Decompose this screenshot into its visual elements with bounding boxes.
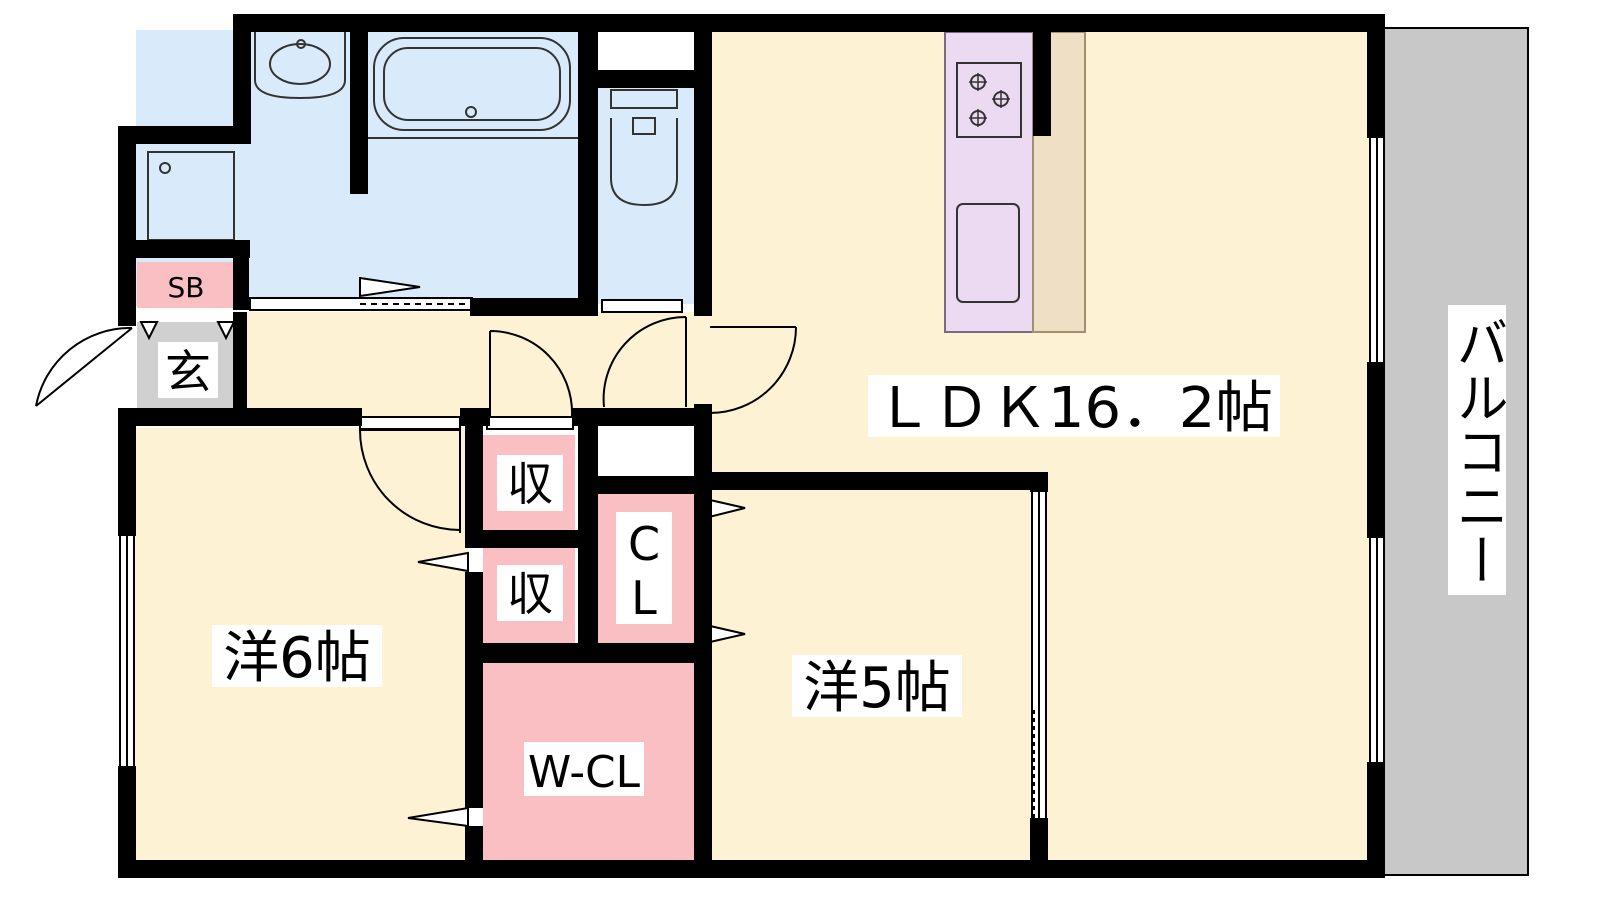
storage-upper-label: 収 <box>507 457 553 511</box>
wall-right-c <box>1367 762 1385 878</box>
toilet-frame-strip <box>601 299 683 313</box>
wall-toilet-ldk-lower <box>694 404 712 878</box>
shoebox-label: SB <box>168 271 205 304</box>
wall-western5-right-b <box>1030 818 1048 878</box>
wall-kitchen-stub <box>1033 32 1051 136</box>
wall-wash-bath <box>350 14 368 194</box>
floor-fills <box>132 27 1529 878</box>
front-door <box>35 326 133 407</box>
western6-label-bg <box>212 625 382 687</box>
closet-label-l: L <box>631 571 657 625</box>
wall-storage-mid <box>465 530 595 548</box>
sliding-leaf-western6-bottom <box>407 806 469 828</box>
bathtub-icon <box>368 37 578 139</box>
closet-label-bg <box>616 512 672 624</box>
wall-bath-bottom <box>470 298 598 316</box>
balcony-label: バルコニー <box>1447 315 1507 587</box>
entrance-label: 玄 <box>165 345 211 399</box>
wall-western5-top <box>694 472 1048 490</box>
toilet-door <box>602 315 687 408</box>
washroom-floor <box>136 30 368 306</box>
shoebox-area <box>137 262 235 308</box>
entrance-label-bg <box>158 342 218 398</box>
fixtures <box>147 30 1022 303</box>
wall-left-lower-b <box>118 766 136 878</box>
wall-bottom <box>118 860 1385 878</box>
wall-left <box>118 126 136 326</box>
wall-shoebox-side <box>233 250 249 310</box>
storage-lower-label: 収 <box>507 567 553 621</box>
hall-door <box>489 330 574 417</box>
closet-label-c: C <box>628 517 660 571</box>
wall-right-a <box>1367 14 1385 138</box>
windows <box>119 134 1385 820</box>
wash-sliding-leaf <box>359 276 421 298</box>
wall-top <box>233 14 1385 32</box>
doors <box>35 315 797 533</box>
hallway-floor <box>247 312 709 422</box>
western6-frame-strip <box>359 416 461 430</box>
wall-western6-right-b <box>465 572 483 808</box>
wall-hall-bottom-c <box>572 408 712 426</box>
room-labels: ＬＤＫ16．2帖 洋6帖 洋5帖 玄 SB 収 収 C L W-CL バルコニー <box>158 271 1507 798</box>
ldk-label-bg <box>868 375 1280 437</box>
stove-icon <box>956 62 1022 138</box>
wall-entrance-right <box>233 312 247 410</box>
shoebox-leaf-right <box>216 321 236 341</box>
wall-toilet-top <box>598 70 694 88</box>
wall-top-left-step <box>118 126 236 144</box>
wall-closet-top <box>598 476 712 494</box>
walls <box>118 14 1385 878</box>
western5-label: 洋5帖 <box>803 656 951 721</box>
shoebox-leaf-left <box>139 321 159 341</box>
wall-western6-right <box>465 418 483 536</box>
wall-hall-bottom <box>118 408 362 426</box>
western5-label-bg <box>792 655 962 717</box>
kitchen-sink-icon <box>956 203 1020 303</box>
wall-wash-bottom <box>118 240 250 258</box>
ldk-door <box>709 326 797 414</box>
wall-left-upper <box>233 14 251 144</box>
wall-western5-right-a <box>1030 472 1048 492</box>
walk-in-closet-label-bg <box>524 742 644 796</box>
wall-storage-bottom <box>465 643 712 663</box>
wall-storage-right <box>578 418 598 650</box>
toilet-floor <box>598 88 696 304</box>
walk-in-closet-label: W-CL <box>528 747 640 798</box>
wall-western6-right-c <box>465 826 483 878</box>
wall-bath-toilet <box>578 14 598 316</box>
storage-upper-label-bg <box>497 455 563 511</box>
ldk-label: ＬＤＫ16．2帖 <box>875 376 1273 441</box>
toilet-icon <box>610 89 678 207</box>
hall-door-frame-strip <box>486 416 574 430</box>
sliding-leaf-western6-top <box>417 551 469 573</box>
storage-lower-label-bg <box>497 565 563 621</box>
bath-floor <box>368 30 578 306</box>
balcony-label-bg <box>1448 305 1506 595</box>
washbasin-icon <box>254 30 346 100</box>
wall-left-lower-a <box>118 408 136 536</box>
wall-right-b <box>1367 362 1385 538</box>
wall-toilet-ldk <box>694 14 712 316</box>
western6-label: 洋6帖 <box>223 626 371 691</box>
